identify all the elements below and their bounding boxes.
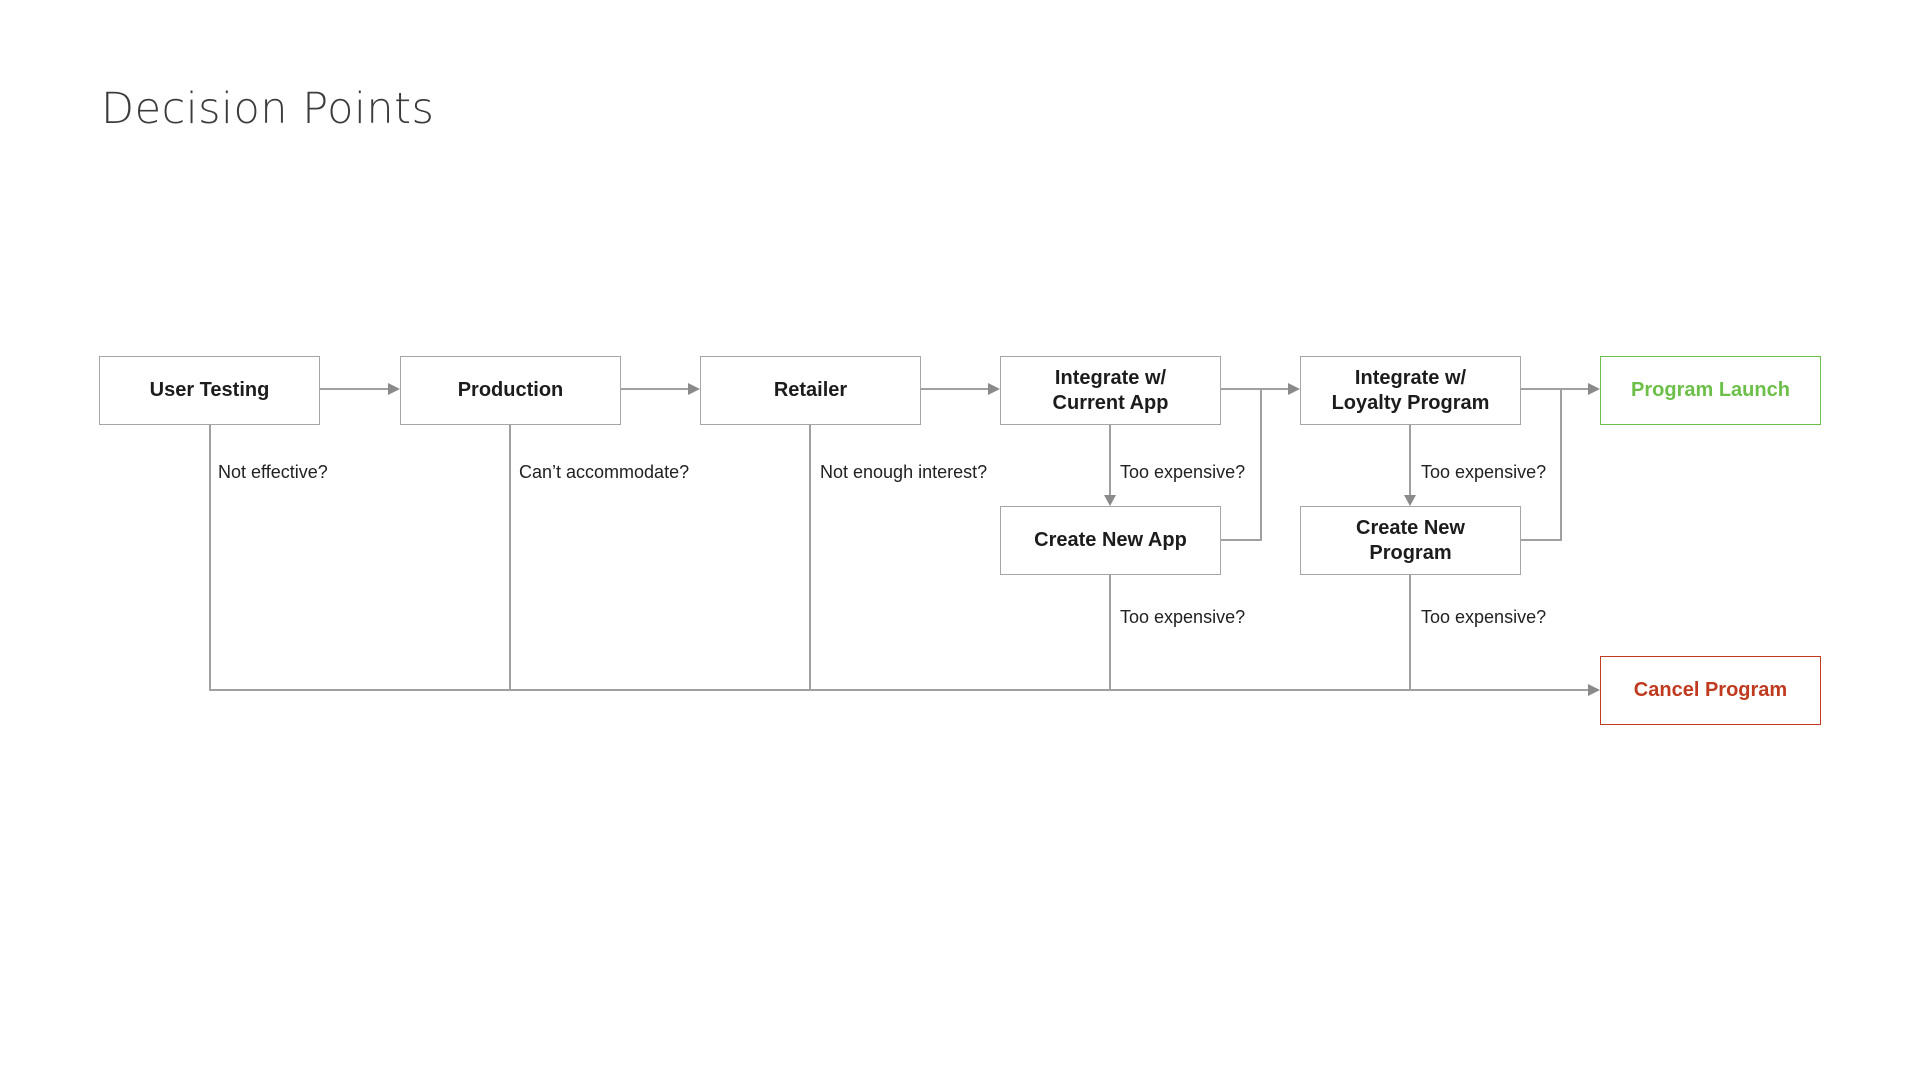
connector-line — [1560, 389, 1562, 541]
connector-line — [621, 388, 691, 390]
condition-label-cant-accommodate: Can’t accommodate? — [519, 462, 690, 482]
drop-line-retailer — [809, 425, 811, 691]
connector-line — [209, 689, 1590, 691]
connector-line — [1109, 425, 1111, 496]
drop-line-create-new-app — [1109, 575, 1111, 691]
condition-label-not-enough-interest: Not enough interest? — [820, 462, 988, 482]
node-label: Integrate w/ — [1054, 366, 1167, 389]
connector-line — [1221, 539, 1262, 541]
node-production[interactable]: Production — [400, 356, 621, 425]
node-retailer[interactable]: Retailer — [700, 356, 921, 425]
node-user-testing[interactable]: User Testing — [99, 356, 320, 425]
page-title: Decision Points — [101, 84, 435, 134]
drop-line-create-new-program — [1409, 575, 1411, 691]
node-integrate-current-app[interactable]: Integrate w/ Current App — [1000, 356, 1221, 425]
node-label: Production — [457, 379, 564, 401]
node-label: Create New — [1356, 516, 1465, 539]
node-program-launch[interactable]: Program Launch — [1600, 356, 1821, 425]
arrowhead-down-icon — [1104, 495, 1116, 506]
arrowhead-right-icon — [1588, 684, 1600, 696]
arrowhead-right-icon — [1588, 383, 1600, 395]
connector-line — [921, 388, 991, 390]
node-label: User Testing — [149, 379, 270, 401]
connector-line — [1221, 388, 1291, 390]
arrowhead-right-icon — [688, 383, 700, 395]
arrowhead-right-icon — [988, 383, 1000, 395]
node-create-new-app[interactable]: Create New App — [1000, 506, 1221, 575]
condition-label-too-expensive-new-program: Too expensive? — [1421, 607, 1547, 627]
condition-label-too-expensive-loyalty: Too expensive? — [1421, 462, 1547, 482]
node-integrate-loyalty-program[interactable]: Integrate w/ Loyalty Program — [1300, 356, 1521, 425]
node-create-new-program[interactable]: Create New Program — [1300, 506, 1521, 575]
drop-line-user-testing — [209, 425, 211, 691]
node-label: Current App — [1052, 391, 1169, 414]
node-cancel-program[interactable]: Cancel Program — [1600, 656, 1821, 725]
arrowhead-right-icon — [388, 383, 400, 395]
node-label: Program Launch — [1631, 379, 1790, 401]
node-label: Integrate w/ — [1354, 366, 1467, 389]
condition-label-not-effective: Not effective? — [218, 462, 328, 482]
connector-line — [1521, 539, 1562, 541]
arrowhead-right-icon — [1288, 383, 1300, 395]
node-label: Create New App — [1034, 529, 1187, 551]
connector-line — [1260, 389, 1262, 541]
condition-label-too-expensive-current-app: Too expensive? — [1120, 462, 1246, 482]
node-label: Retailer — [773, 379, 848, 401]
connector-line — [1521, 388, 1591, 390]
node-label: Cancel Program — [1633, 679, 1788, 701]
connector-line — [1409, 425, 1411, 496]
drop-line-production — [509, 425, 511, 691]
arrowhead-down-icon — [1404, 495, 1416, 506]
node-label: Program — [1369, 541, 1452, 564]
condition-label-too-expensive-new-app: Too expensive? — [1120, 607, 1246, 627]
connector-line — [320, 388, 390, 390]
node-label: Loyalty Program — [1331, 391, 1490, 414]
